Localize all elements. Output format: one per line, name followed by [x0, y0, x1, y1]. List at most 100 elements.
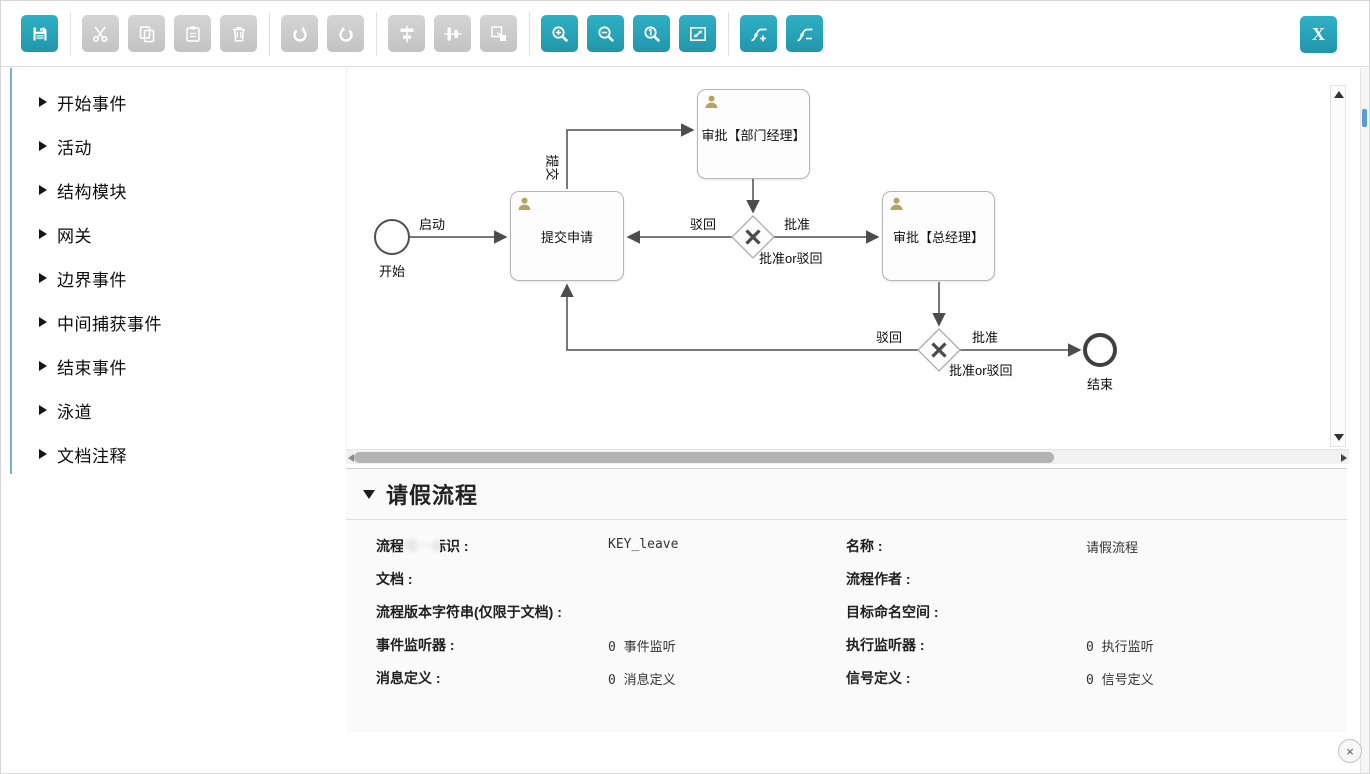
property-row-version-string: 流程版本字符串(仅限于文档) :	[376, 595, 846, 628]
toolbar-separator	[529, 11, 530, 56]
paste-icon	[185, 25, 200, 42]
cut-button[interactable]	[82, 15, 119, 52]
zoom-actual-button[interactable]	[633, 15, 670, 52]
process-id-value[interactable]: KEY_leave	[608, 537, 679, 552]
property-row-execution-listeners: 执行监听器 : 0 执行监听	[846, 628, 1326, 661]
canvas-vertical-scrollbar[interactable]	[1330, 85, 1346, 447]
palette-item-activities[interactable]: 活动	[12, 124, 346, 168]
exclusive-gateway-1[interactable]	[731, 215, 775, 259]
zoom-in-icon	[551, 25, 568, 42]
palette-item-structural[interactable]: 结构模块	[12, 168, 346, 212]
property-row-documentation: 文档 :	[376, 562, 846, 595]
delete-icon	[232, 26, 245, 41]
add-bendpoint-icon	[750, 28, 766, 41]
chevron-right-icon	[39, 449, 47, 459]
save-icon	[33, 27, 46, 40]
shape-palette: 开始事件 活动 结构模块 网关 边界事件 中间捕获事件 结束事件 泳道	[12, 68, 346, 773]
palette-item-annotations[interactable]: 文档注释	[12, 432, 346, 476]
add-bendpoint-button[interactable]	[740, 15, 777, 52]
same-size-button[interactable]	[480, 15, 517, 52]
canvas-horizontal-scrollbar[interactable]	[346, 449, 1349, 464]
task-label: 审批【总经理】	[892, 229, 984, 245]
diagram-canvas[interactable]: 提交申请 审批【部门经理】 审批【总经理】 开始 结束 启动 提交 驳回 批准 …	[346, 68, 1349, 449]
edge-label-submit: 提交	[544, 154, 560, 181]
redo-icon	[292, 26, 307, 42]
panel-accent-border	[10, 68, 12, 474]
start-event[interactable]	[374, 219, 410, 255]
task-approve-general-manager[interactable]: 审批【总经理】	[882, 191, 995, 281]
redo-button[interactable]	[281, 15, 318, 52]
page-scroll-thumb[interactable]	[1362, 109, 1367, 127]
namespace-label: 目标命名空间 :	[846, 604, 939, 620]
toolbar-separator	[269, 11, 270, 56]
exclusive-gateway-2[interactable]	[917, 328, 961, 372]
gateway-label-2: 批准or驳回	[949, 363, 1013, 378]
property-row-author: 流程作者 :	[846, 562, 1326, 595]
event-listeners-value[interactable]: 0 事件监听	[608, 640, 676, 655]
property-row-name: 名称 : 请假流程	[846, 529, 1326, 562]
close-overlay-button[interactable]: ×	[1338, 739, 1362, 763]
end-event-label: 结束	[1086, 377, 1113, 392]
palette-item-intermediate-catching-events[interactable]: 中间捕获事件	[12, 300, 346, 344]
user-icon	[518, 197, 531, 210]
close-designer-button[interactable]: X	[1300, 16, 1337, 53]
execution-listeners-value[interactable]: 0 执行监听	[1086, 640, 1154, 655]
palette-item-boundary-events[interactable]: 边界事件	[12, 256, 346, 300]
copy-icon	[139, 25, 154, 42]
remove-bendpoint-button[interactable]	[786, 15, 823, 52]
properties-column-left: 流程唯一标识 : KEY_leave 文档 : 流程版本字符串(仅限于文档) :…	[376, 529, 846, 694]
author-label: 流程作者 :	[846, 571, 911, 587]
property-row-process-id: 流程唯一标识 : KEY_leave	[376, 529, 846, 562]
property-row-signal-definitions: 信号定义 : 0 信号定义	[846, 661, 1326, 694]
chevron-right-icon	[39, 229, 47, 239]
palette-item-end-events[interactable]: 结束事件	[12, 344, 346, 388]
properties-body: 流程唯一标识 : KEY_leave 文档 : 流程版本字符串(仅限于文档) :…	[346, 520, 1347, 694]
page-scrollbar[interactable]	[1360, 68, 1369, 773]
undo-button[interactable]	[327, 15, 364, 52]
execution-listeners-label: 执行监听器 :	[846, 637, 925, 653]
zoom-out-button[interactable]	[587, 15, 624, 52]
message-definitions-value[interactable]: 0 消息定义	[608, 673, 676, 688]
align-horizontal-button[interactable]	[434, 15, 471, 52]
properties-panel: 请假流程 流程唯一标识 : KEY_leave 文档 : 流程版本字符串(仅限于…	[346, 468, 1347, 732]
zoom-in-button[interactable]	[541, 15, 578, 52]
message-definitions-label: 消息定义 :	[376, 670, 441, 686]
signal-definitions-value[interactable]: 0 信号定义	[1086, 673, 1154, 688]
chevron-down-icon	[363, 489, 375, 499]
task-submit-application[interactable]: 提交申请	[510, 191, 624, 281]
name-label: 名称 :	[846, 538, 883, 554]
chevron-right-icon	[39, 273, 47, 283]
diagram-edges	[374, 123, 1117, 372]
paste-button[interactable]	[174, 15, 211, 52]
properties-header[interactable]: 请假流程	[346, 469, 1347, 520]
scroll-down-icon[interactable]	[1334, 434, 1344, 441]
zoom-fit-button[interactable]	[679, 15, 716, 52]
align-horizontal-icon	[444, 27, 461, 40]
chevron-right-icon	[39, 185, 47, 195]
gateway-label-1: 批准or驳回	[759, 251, 823, 266]
delete-button[interactable]	[220, 15, 257, 52]
align-vertical-button[interactable]	[388, 15, 425, 52]
toolbar-separator	[728, 11, 729, 56]
copy-button[interactable]	[128, 15, 165, 52]
palette-item-start-events[interactable]: 开始事件	[12, 80, 346, 124]
scroll-up-icon[interactable]	[1334, 91, 1344, 98]
horizontal-scroll-thumb[interactable]	[354, 452, 1054, 463]
task-approve-dept-manager[interactable]: 审批【部门经理】	[697, 89, 810, 179]
task-label: 审批【部门经理】	[701, 127, 806, 143]
end-event[interactable]	[1083, 333, 1117, 367]
scroll-right-icon[interactable]	[1341, 454, 1347, 462]
palette-item-gateways[interactable]: 网关	[12, 212, 346, 256]
palette-item-swimlanes[interactable]: 泳道	[12, 388, 346, 432]
name-value[interactable]: 请假流程	[1086, 541, 1139, 556]
toolbar-separator	[70, 11, 71, 56]
scroll-left-icon[interactable]	[348, 454, 354, 462]
save-button[interactable]	[21, 15, 58, 52]
zoom-actual-icon	[643, 25, 660, 42]
event-listeners-label: 事件监听器 :	[376, 637, 455, 653]
signal-definitions-label: 信号定义 :	[846, 670, 911, 686]
user-icon	[890, 197, 903, 210]
edge-label-launch: 启动	[419, 217, 446, 232]
property-row-message-definitions: 消息定义 : 0 消息定义	[376, 661, 846, 694]
